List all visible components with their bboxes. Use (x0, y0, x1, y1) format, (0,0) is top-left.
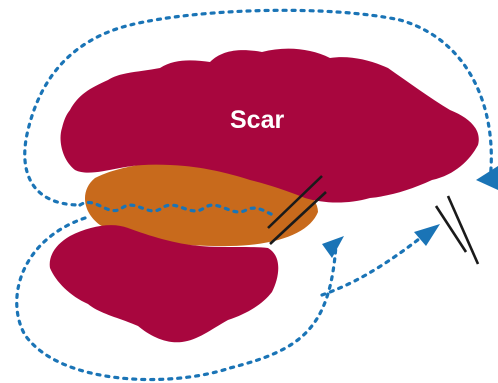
arrowhead-icon-left (476, 166, 498, 190)
arrowhead-icon-right (414, 224, 440, 246)
scar-label: Scar (230, 106, 284, 134)
arrowhead-icon-up (322, 236, 344, 258)
